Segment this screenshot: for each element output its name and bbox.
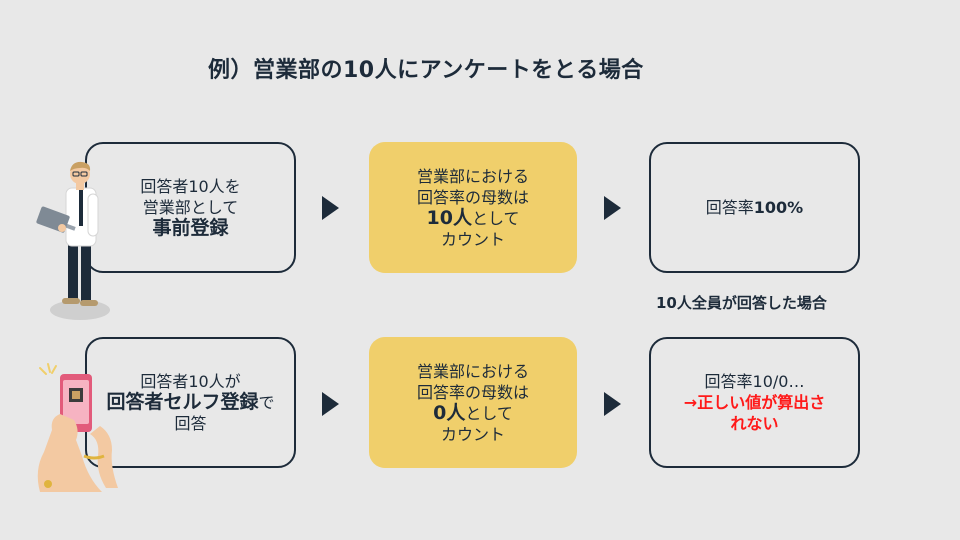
row1-box1-line1: 回答者10人を <box>140 177 241 196</box>
row2-result-line2: →正しい値が算出さ <box>683 393 826 412</box>
row1-registration-box: 回答者10人を 営業部として 事前登録 <box>85 142 296 273</box>
row1-arrow-1 <box>322 196 339 220</box>
page-title: 例）営業部の10人にアンケートをとる場合 <box>208 58 644 83</box>
row2-box2-line1: 営業部における <box>416 361 529 381</box>
row2-result-line1: 回答率10/0… <box>704 372 805 391</box>
row2-box1-line2-rest: で <box>258 393 275 412</box>
row1-result-box: 回答率100% <box>649 142 860 273</box>
row2-box2-count: 0人 <box>433 401 466 424</box>
hand-holding-phone-icon <box>37 363 118 492</box>
row2-box1-line3: 回答 <box>174 414 207 433</box>
row1-result-prefix: 回答率 <box>705 198 754 217</box>
row2-registration-box: 回答者10人が 回答者セルフ登録で 回答 <box>85 337 296 468</box>
row1-caption: 10人全員が回答した場合 <box>656 294 827 312</box>
row2-result-box: 回答率10/0… →正しい値が算出さ れない <box>649 337 860 468</box>
row1-box2-count: 10人 <box>426 206 472 229</box>
row2-denominator-box: 営業部における 回答率の母数は 0人として カウント <box>369 337 577 468</box>
row2-result-line3: れない <box>730 414 779 433</box>
row1-box2-line2: 回答率の母数は <box>416 187 529 207</box>
row2-arrow-2 <box>604 392 621 416</box>
row2-box2-line2: 回答率の母数は <box>416 382 529 402</box>
row2-box2-line4: カウント <box>440 424 505 444</box>
person-with-laptop-icon <box>36 161 110 320</box>
row1-denominator-box: 営業部における 回答率の母数は 10人として カウント <box>369 142 577 273</box>
row2-box1-line1: 回答者10人が <box>140 372 241 391</box>
row1-arrow-2 <box>604 196 621 220</box>
row2-arrow-1 <box>322 392 339 416</box>
row1-box2-line3-rest: として <box>471 208 520 228</box>
row1-box1-line3: 事前登録 <box>152 217 229 239</box>
row1-box1-line2: 営業部として <box>142 198 239 217</box>
row1-box2-line4: カウント <box>440 229 505 249</box>
row1-box2-line1: 営業部における <box>416 166 529 186</box>
row2-box1-line2-bold: 回答者セルフ登録 <box>106 391 259 413</box>
row2-box2-line3-rest: として <box>465 403 513 423</box>
row1-result-value: 100% <box>753 198 804 217</box>
